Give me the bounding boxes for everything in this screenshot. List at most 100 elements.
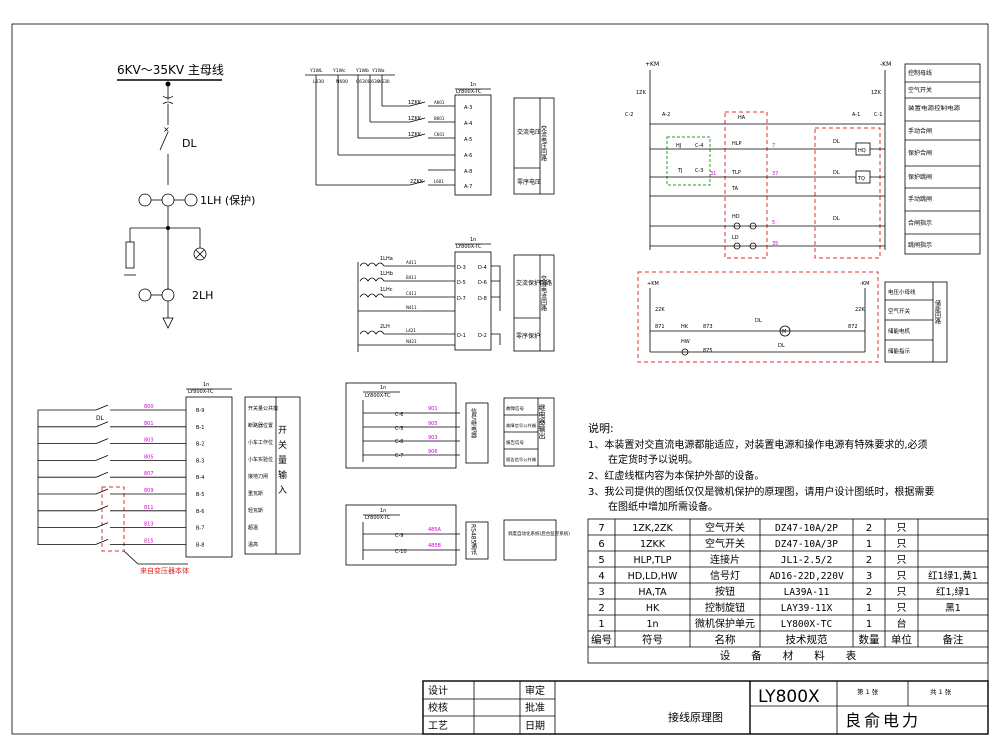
bom-cell: LAY39-11X	[781, 603, 833, 614]
company-name: 良俞电力	[845, 711, 921, 730]
svg-text:905: 905	[428, 421, 438, 427]
note-3: 3、我公司提供的图纸仅仅是微机保护的原理图，请用户设计图纸时，根据需要	[588, 485, 934, 498]
svg-text:报告信号公共端: 报告信号公共端	[506, 456, 536, 462]
svg-text:A630: A630	[378, 79, 390, 85]
ct1-label: 1LH (保护)	[200, 193, 255, 207]
svg-text:HA: HA	[738, 115, 746, 121]
svg-text:1n: 1n	[380, 508, 386, 514]
svg-text:C-5: C-5	[395, 426, 403, 432]
di-terminal: B-4	[196, 475, 204, 481]
svg-text:HLP: HLP	[732, 141, 742, 147]
svg-text:C-4: C-4	[695, 143, 703, 149]
svg-text:手动跳闸: 手动跳闸	[908, 195, 932, 203]
svg-text:故障信号: 故障信号	[506, 405, 524, 412]
svg-text:C-9: C-9	[395, 533, 403, 539]
ac-voltage-block: Y1WL Y1Wc Y1Wb Y1Wa L630 N600 C630 B630 …	[305, 68, 555, 196]
svg-text:D-8: D-8	[478, 296, 487, 302]
svg-text:M: M	[782, 329, 786, 335]
bom-cell: LA39A-11	[784, 587, 830, 598]
drawing-model: LY800X	[758, 687, 820, 707]
svg-text:C-3: C-3	[695, 168, 703, 174]
svg-text:1ZKK: 1ZKK	[408, 132, 422, 138]
svg-text:报告信号: 报告信号	[506, 439, 524, 446]
svg-text:485A: 485A	[428, 527, 442, 533]
svg-text:872: 872	[848, 324, 858, 330]
di-wire-num: 805	[144, 454, 154, 460]
di-wire-num: 815	[144, 538, 154, 544]
svg-text:A-2: A-2	[662, 112, 670, 118]
bom-cell: 7	[598, 523, 604, 534]
svg-text:22K: 22K	[655, 307, 665, 313]
svg-text:LY800X-TC: LY800X-TC	[365, 393, 391, 399]
svg-text:Y1Wb: Y1Wb	[355, 68, 369, 74]
svg-text:1ZK: 1ZK	[636, 90, 647, 96]
svg-text:B630: B630	[368, 79, 380, 85]
drawing-frame	[11, 23, 989, 735]
svg-text:A-6: A-6	[464, 153, 472, 159]
svg-text:1ZKK: 1ZKK	[408, 100, 422, 106]
svg-text:D-2: D-2	[478, 333, 487, 339]
svg-text:31: 31	[710, 171, 716, 177]
bom-cell: 1ZK,2ZK	[632, 523, 673, 534]
svg-text:D-5: D-5	[457, 280, 466, 286]
svg-text:A-7: A-7	[464, 184, 472, 190]
bom-cell: JL1-2.5/2	[781, 555, 832, 566]
bom-cell: 红1绿1,黄1	[928, 570, 978, 582]
bom-cell: 只	[897, 571, 907, 582]
svg-text:LY800X-TC: LY800X-TC	[456, 244, 482, 250]
svg-text:871: 871	[655, 324, 665, 330]
svg-text:A-4: A-4	[464, 121, 472, 127]
ct2-label: 2LH	[192, 289, 213, 302]
svg-text:校核: 校核	[428, 701, 448, 714]
svg-text:跳闸指示: 跳闸指示	[908, 241, 932, 249]
svg-text:C-2: C-2	[625, 112, 633, 118]
svg-text:C-10: C-10	[395, 549, 407, 555]
bom-cell: 连接片	[710, 553, 740, 566]
svg-text:D-7: D-7	[457, 296, 466, 302]
bom-cell: 控制旋钮	[705, 601, 745, 614]
svg-text:开关量公共端: 开关量公共端	[248, 405, 278, 412]
svg-text:调度自动化系统(后台监控系统): 调度自动化系统(后台监控系统)	[508, 530, 570, 537]
ct-symbol	[161, 193, 175, 207]
svg-text:A411: A411	[406, 260, 417, 265]
svg-text:906: 906	[428, 449, 438, 455]
bom-cell: 空气开关	[705, 521, 745, 534]
svg-text:小车实验位: 小车实验位	[248, 456, 273, 463]
svg-text:第 1 张: 第 1 张	[857, 687, 879, 696]
svg-text:TJ: TJ	[677, 168, 683, 174]
svg-text:故障信号公共端: 故障信号公共端	[506, 422, 536, 428]
svg-text:合闸指示: 合闸指示	[908, 219, 932, 227]
di-terminal: B-1	[196, 425, 204, 431]
svg-text:日期: 日期	[525, 720, 545, 732]
svg-text:LD: LD	[732, 235, 739, 241]
svg-text:A601: A601	[434, 100, 445, 105]
bom-cell: 只	[897, 603, 907, 614]
bom-cell: 台	[897, 617, 907, 630]
svg-text:LY800X-TC: LY800X-TC	[365, 515, 391, 521]
bom-cell: 1ZKK	[640, 539, 666, 550]
di-terminal: B-3	[196, 458, 204, 464]
bom-cell: 2	[598, 603, 604, 614]
di-wire-num: 809	[144, 488, 154, 494]
di-terminal: B-6	[196, 509, 204, 515]
svg-text:零序保护: 零序保护	[516, 332, 540, 340]
single-line-diagram: 6KV～35KV 主母线 × DL 1LH (保护) 2LH	[117, 63, 255, 329]
svg-text:L601: L601	[434, 179, 444, 184]
bom-header: 备注	[943, 633, 964, 646]
notes-head: 说明:	[588, 421, 614, 435]
bom-cell: AD16-22D,220V	[769, 571, 844, 582]
bom-cell: 2	[866, 587, 872, 598]
svg-text:5: 5	[772, 220, 775, 226]
svg-text:×: ×	[163, 125, 170, 134]
svg-text:审定: 审定	[525, 684, 545, 697]
note-1: 1、本装置对交直流电源都能适应，对装置电源和操作电源有特殊要求的,必须	[588, 438, 928, 451]
bom-cell: 1	[866, 619, 872, 630]
svg-text:1n: 1n	[470, 237, 476, 243]
svg-text:A-5: A-5	[464, 137, 472, 143]
title-block: 设计 审定 校核 批准 工艺 日期 接线原理图 LY800X 第 1 张 共 1…	[422, 680, 989, 735]
drawing-name: 接线原理图	[668, 710, 723, 724]
svg-text:L421: L421	[406, 328, 416, 333]
svg-text:在图纸中增加所需设备。: 在图纸中增加所需设备。	[608, 500, 718, 513]
bom-cell: 4	[598, 571, 604, 582]
svg-text:1LHc: 1LHc	[380, 287, 393, 293]
